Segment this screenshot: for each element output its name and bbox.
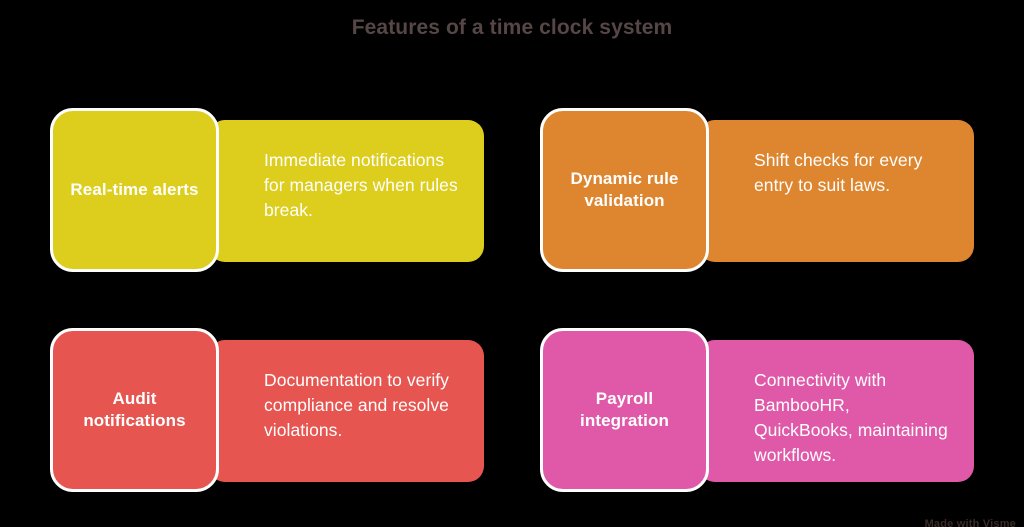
card-description-panel: Connectivity with BambooHR, QuickBooks, …	[699, 340, 974, 482]
card-label-text: Dynamic rule validation	[570, 169, 679, 210]
card-label-tile[interactable]: Dynamic rule validation	[540, 108, 709, 272]
card-description-panel: Documentation to verify compliance and r…	[209, 340, 484, 482]
card-description-text: Shift checks for every entry to suit law…	[754, 150, 923, 195]
card-label-tile[interactable]: Audit notifications	[50, 328, 219, 492]
card-description-text: Connectivity with BambooHR, QuickBooks, …	[754, 370, 948, 465]
card-label-text: Audit notifications	[83, 389, 186, 430]
card-label-text: Payroll integration	[580, 389, 669, 430]
card-description-text: Immediate notifications for managers whe…	[264, 150, 458, 220]
feature-card[interactable]: Connectivity with BambooHR, QuickBooks, …	[530, 318, 974, 502]
card-description-panel: Shift checks for every entry to suit law…	[699, 120, 974, 262]
feature-card[interactable]: Shift checks for every entry to suit law…	[530, 98, 974, 282]
card-label-tile[interactable]: Real-time alerts	[50, 108, 219, 272]
card-label-tile[interactable]: Payroll integration	[540, 328, 709, 492]
footer-watermark: Made with Visme	[924, 518, 1016, 527]
card-description-panel: Immediate notifications for managers whe…	[209, 120, 484, 262]
card-description-text: Documentation to verify compliance and r…	[264, 370, 449, 440]
feature-card[interactable]: Documentation to verify compliance and r…	[40, 318, 484, 502]
feature-card[interactable]: Immediate notifications for managers whe…	[40, 98, 484, 282]
card-label-text: Real-time alerts	[70, 180, 199, 199]
page-title: Features of a time clock system	[351, 16, 673, 39]
